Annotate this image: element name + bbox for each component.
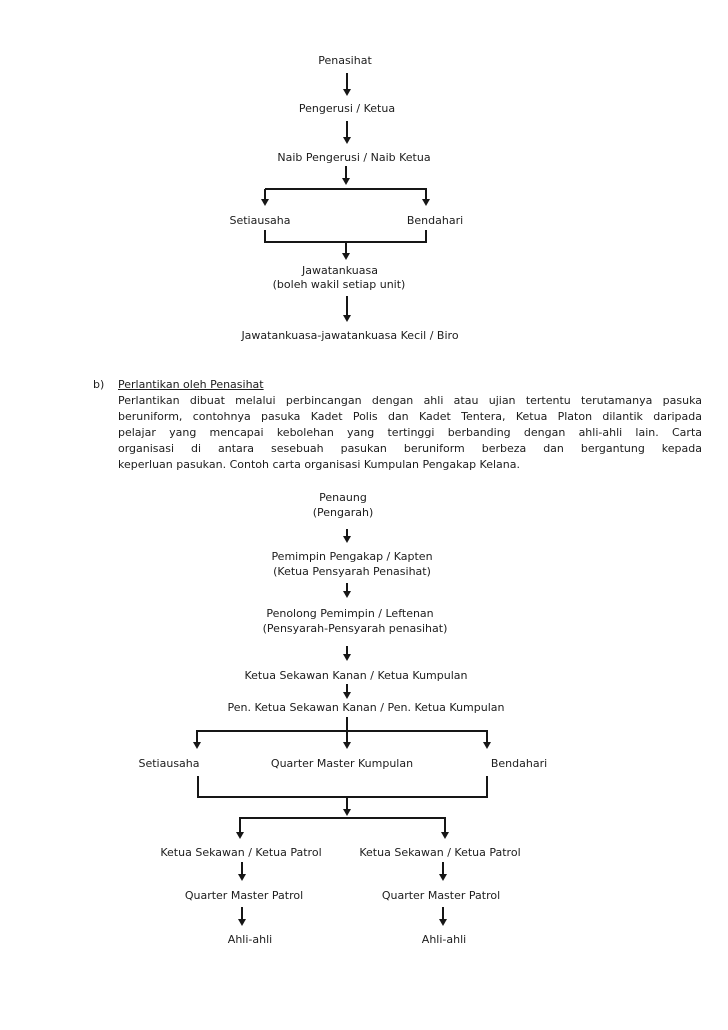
body-line: organisasi di antara sesebuah pasukan be… — [118, 442, 702, 455]
org2-arrow-to-qmp-right — [439, 862, 447, 881]
section-b-heading: Perlantikan oleh Penasihat — [118, 378, 264, 391]
body-line: Perlantikan dibuat melalui perbincangan … — [118, 394, 702, 407]
org2-node-ahli-left: Ahli-ahli — [227, 933, 273, 946]
org1-node-jawatankuasa-kecil: Jawatankuasa-jawatankuasa Kecil / Biro — [241, 329, 459, 342]
org2-node-penaung-sub: (Pengarah) — [312, 506, 374, 519]
org1-split-line — [265, 188, 427, 190]
org1-arrow-1 — [343, 73, 351, 96]
org2-split3-line — [196, 730, 488, 732]
org2-arrow-to-ketua-right — [441, 818, 449, 839]
org2-node-ketua-sekawan-right: Ketua Sekawan / Ketua Patrol — [359, 846, 521, 859]
org2-node-penolong: Penolong Pemimpin / Leftenan — [266, 607, 434, 620]
org2-node-bendahari: Bendahari — [490, 757, 548, 770]
section-b-heading-row: b) Perlantikan oleh Penasihat — [93, 377, 702, 393]
org2-arrow-3 — [343, 646, 351, 661]
org2-arrow-1 — [343, 529, 351, 543]
org1-node-bendahari: Bendahari — [406, 214, 464, 227]
org1-arrow-to-setiausaha — [261, 189, 269, 206]
org1-node-penasihat: Penasihat — [318, 54, 372, 67]
org2-arrow-2 — [343, 583, 351, 598]
org2-arrow-5 — [343, 798, 351, 816]
org1-node-pengerusi: Pengerusi / Ketua — [298, 102, 396, 115]
org2-arrow-to-qmp-left — [238, 862, 246, 881]
org1-arrow-2 — [343, 121, 351, 144]
body-line: keperluan pasukan. Contoh carta organisa… — [118, 458, 520, 471]
org2-arrow-to-setiausaha — [193, 731, 201, 749]
org1-join-left-line — [264, 230, 266, 242]
org2-arrow-to-ahli-left — [238, 907, 246, 926]
org2-arrow-4 — [343, 684, 351, 699]
section-b-item-label: b) — [93, 378, 105, 391]
org1-join-line — [264, 241, 427, 243]
org2-split2-line — [239, 817, 446, 819]
org1-node-naib-pengerusi: Naib Pengerusi / Naib Ketua — [277, 151, 431, 164]
org1-arrow-3 — [342, 166, 350, 185]
org2-node-pemimpin: Pemimpin Pengakap / Kapten — [271, 550, 433, 563]
org2-stub-line — [346, 717, 348, 731]
org2-node-penolong-sub: (Pensyarah-Pensyarah penasihat) — [262, 622, 448, 635]
org2-node-penaung: Penaung — [319, 491, 367, 504]
section-b: b) Perlantikan oleh Penasihat Perlantika… — [93, 377, 702, 473]
org2-node-pemimpin-sub: (Ketua Pensyarah Penasihat) — [273, 565, 431, 578]
org1-arrow-to-bendahari — [422, 189, 430, 206]
org1-arrow-5 — [343, 296, 351, 322]
org2-join-left-line — [197, 776, 199, 798]
org1-arrow-4 — [342, 243, 350, 260]
org1-join-right-line — [425, 230, 427, 242]
org2-arrow-to-ketua-left — [236, 818, 244, 839]
org1-node-jawatankuasa-note: (boleh wakil setiap unit) — [272, 278, 406, 291]
org2-node-ketua-sekawan-kanan: Ketua Sekawan Kanan / Ketua Kumpulan — [244, 669, 468, 682]
org2-join-right-line — [486, 776, 488, 798]
body-line: pelajar yang mencapai kebolehan yang ter… — [118, 426, 702, 439]
org1-node-setiausaha: Setiausaha — [229, 214, 291, 227]
org2-node-ketua-sekawan-left: Ketua Sekawan / Ketua Patrol — [160, 846, 322, 859]
org2-node-ahli-right: Ahli-ahli — [421, 933, 467, 946]
org2-node-setiausaha: Setiausaha — [138, 757, 200, 770]
org2-arrow-to-quarter-master — [343, 731, 351, 749]
org2-arrow-to-bendahari — [483, 731, 491, 749]
org2-arrow-to-ahli-right — [439, 907, 447, 926]
org2-node-pen-ketua: Pen. Ketua Sekawan Kanan / Pen. Ketua Ku… — [227, 701, 505, 714]
body-line: beruniform, contohnya pasuka Kadet Polis… — [118, 410, 702, 423]
org2-join-line — [197, 796, 488, 798]
org1-node-jawatankuasa: Jawatankuasa — [302, 264, 378, 277]
section-b-body: Perlantikan dibuat melalui perbincangan … — [118, 393, 702, 473]
org2-node-qm-patrol-right: Quarter Master Patrol — [381, 889, 501, 902]
org2-node-quarter-master: Quarter Master Kumpulan — [270, 757, 414, 770]
org2-node-qm-patrol-left: Quarter Master Patrol — [184, 889, 304, 902]
